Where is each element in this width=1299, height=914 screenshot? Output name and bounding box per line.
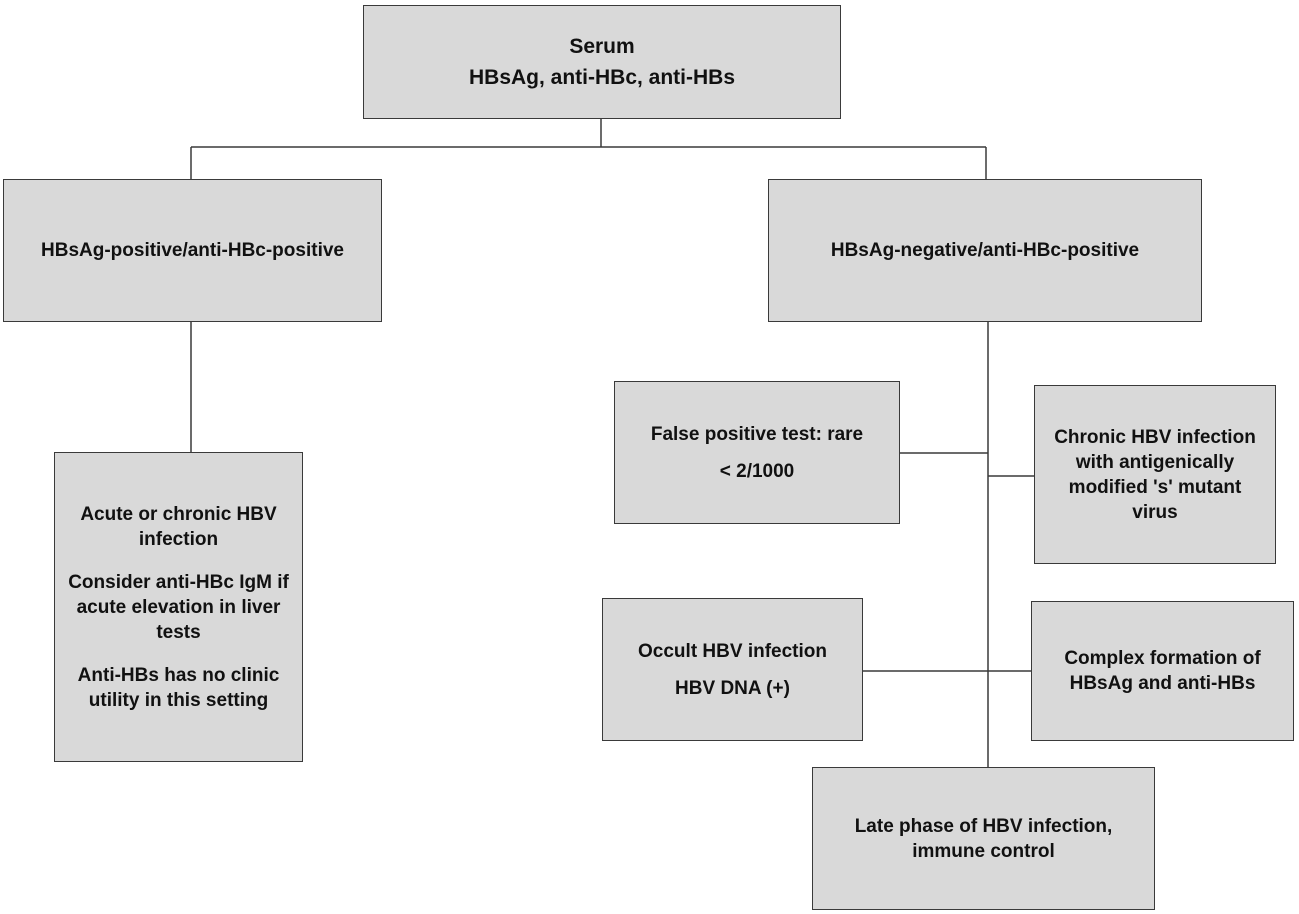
- root-serum-box: Serum HBsAg, anti-HBc, anti-HBs: [363, 5, 841, 119]
- s-mutant-line-2: with antigenically: [1075, 451, 1235, 473]
- s-mutant-line-3: modified 's' mutant: [1068, 476, 1242, 498]
- complex-formation-box: Complex formation of HBsAg and anti-HBs: [1031, 601, 1294, 741]
- acute-chronic-line-3: Consider anti-HBc IgM if: [68, 571, 289, 593]
- false-positive-box: False positive test: rare < 2/1000: [614, 381, 900, 524]
- hbsag-negative-label: HBsAg-negative/anti-HBc-positive: [830, 240, 1140, 261]
- acute-chronic-line-7: utility in this setting: [88, 689, 269, 711]
- hbsag-positive-label: HBsAg-positive/anti-HBc-positive: [41, 240, 344, 261]
- late-phase-line-1: Late phase of HBV infection,: [854, 815, 1113, 837]
- hbsag-positive-box: HBsAg-positive/anti-HBc-positive: [3, 179, 382, 322]
- root-subtitle: HBsAg, anti-HBc, anti-HBs: [468, 66, 736, 89]
- acute-chronic-line-5: tests: [156, 621, 201, 643]
- acute-chronic-line-6: Anti-HBs has no clinic: [77, 664, 280, 686]
- false-positive-line-1: False positive test: rare: [650, 423, 864, 445]
- acute-chronic-line-2: infection: [138, 528, 219, 550]
- late-phase-box: Late phase of HBV infection, immune cont…: [812, 767, 1155, 910]
- s-mutant-box: Chronic HBV infection with antigenically…: [1034, 385, 1276, 564]
- occult-line-2: HBV DNA (+): [675, 677, 790, 699]
- acute-chronic-line-4: acute elevation in liver: [76, 596, 281, 618]
- acute-chronic-box: Acute or chronic HBV infection Consider …: [54, 452, 303, 762]
- complex-line-2: HBsAg and anti-HBs: [1069, 673, 1256, 694]
- false-positive-line-2: < 2/1000: [719, 460, 795, 482]
- occult-line-1: Occult HBV infection: [638, 640, 827, 662]
- hbsag-negative-box: HBsAg-negative/anti-HBc-positive: [768, 179, 1202, 322]
- root-title: Serum: [569, 35, 635, 58]
- acute-chronic-line-1: Acute or chronic HBV: [80, 503, 277, 525]
- complex-line-1: Complex formation of: [1064, 648, 1261, 669]
- s-mutant-line-1: Chronic HBV infection: [1054, 426, 1256, 448]
- occult-infection-box: Occult HBV infection HBV DNA (+): [602, 598, 863, 741]
- late-phase-line-2: immune control: [912, 840, 1055, 862]
- s-mutant-line-4: virus: [1132, 501, 1178, 523]
